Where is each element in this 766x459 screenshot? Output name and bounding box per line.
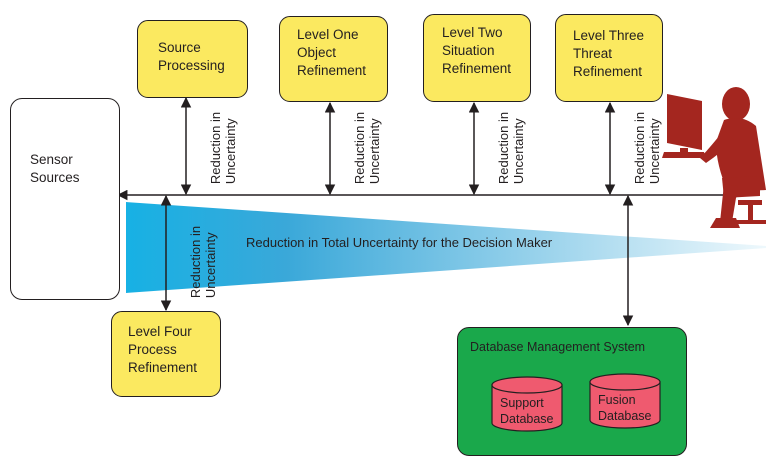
level-three-box: Level Three Threat Refinement — [555, 14, 663, 102]
support-database-label: Support Database — [500, 396, 554, 426]
dbms-title: Database Management System — [470, 340, 646, 354]
total-uncertainty-wedge — [126, 202, 766, 293]
source-processing-box: Source Processing — [137, 20, 248, 98]
decision-maker-at-computer-icon — [662, 87, 766, 228]
database-cylinder-icon — [589, 373, 661, 429]
fusion-database-label: Fusion Database — [598, 393, 652, 423]
level-two-box: Level Two Situation Refinement — [423, 14, 531, 102]
level-four-box: Level Four Process Refinement — [111, 311, 221, 397]
level-one-box: Level One Object Refinement — [279, 16, 388, 102]
database-cylinder-icon — [491, 376, 563, 432]
sensor-sources-box: Sensor Sources — [10, 98, 120, 300]
total-uncertainty-label: Reduction in Total Uncertainty for the D… — [246, 235, 553, 250]
